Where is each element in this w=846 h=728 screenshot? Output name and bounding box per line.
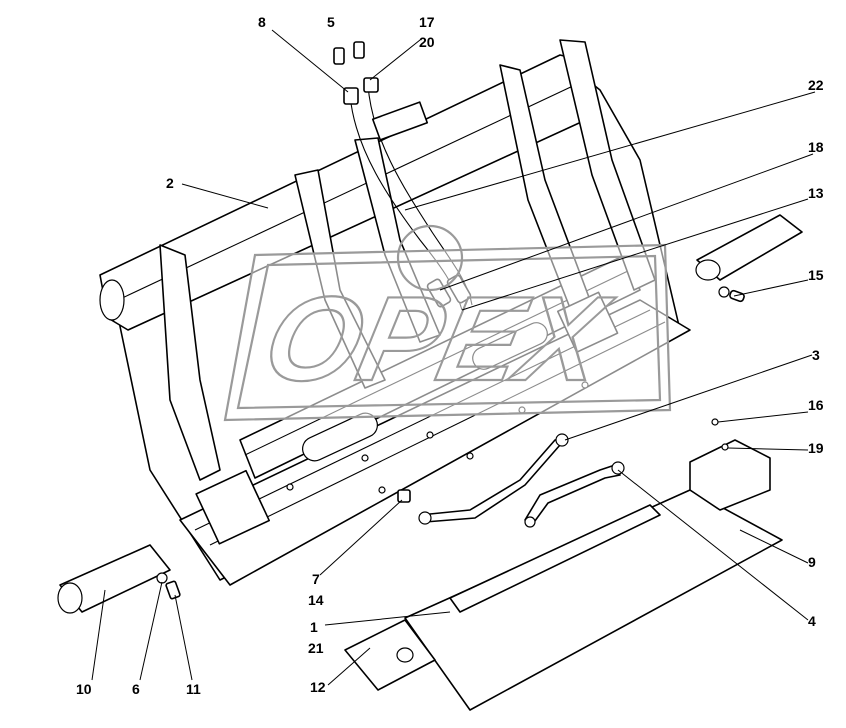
leader-3 [564,354,813,441]
bucket-slot-left [302,412,378,462]
bucket-mount-left [195,469,271,545]
callout-12: 12 [310,679,326,695]
cylinder-body-1 [449,504,661,613]
pipe-4 [524,464,621,526]
callout-labels: 8 5 17 20 22 2 18 13 15 3 16 19 9 7 14 4… [76,14,824,697]
callout-7: 7 [312,571,320,587]
callout-6: 6 [132,681,140,697]
leader-10 [91,589,106,681]
leader-2 [181,183,269,209]
pin-tube-upper [695,214,803,303]
callout-19: 19 [808,440,824,456]
leader-7 [319,499,403,576]
callout-13: 13 [808,185,824,201]
callout-20: 20 [419,34,435,50]
leader-9 [739,529,809,564]
leader-8 [271,29,349,93]
callout-5: 5 [327,14,335,30]
callout-15: 15 [808,267,824,283]
cylinder-end-12 [344,619,436,691]
callout-3: 3 [812,347,820,363]
bucket-tube-end [99,279,125,321]
callout-8: 8 [258,14,266,30]
fitting-17 [353,41,365,59]
callout-11: 11 [186,681,201,697]
callout-16: 16 [808,397,824,413]
callout-9: 9 [808,554,816,570]
watermark-logo: OPEX [223,224,672,422]
callout-18: 18 [808,139,824,155]
pin-tube-lower [57,544,181,614]
leader-6 [139,581,163,681]
leader-19 [727,447,809,451]
fitting-7 [397,489,411,503]
cylinder-assembly [344,418,783,711]
callout-14: 14 [308,592,324,608]
leader-1 [324,611,451,626]
callout-10: 10 [76,681,92,697]
leader-18 [439,153,814,291]
bolt-11 [165,580,181,600]
callout-22: 22 [808,77,824,93]
fitting-5 [333,47,345,65]
callout-21: 21 [308,640,324,656]
bucket-rib-1 [159,244,221,481]
washer-6 [156,572,168,584]
hose-fitting-block [371,101,429,141]
callout-4: 4 [808,613,816,629]
fitting-20 [363,77,379,93]
leader-15 [733,279,809,297]
watermark-text: OPEX [254,271,622,405]
top-fittings [333,41,379,105]
cylinder-end-19 [689,439,771,511]
leader-17 [369,39,421,81]
callout-17: 17 [419,14,435,30]
leader-16 [717,411,809,423]
leader-lines [91,29,816,686]
leader-4 [617,469,809,621]
callout-1: 1 [310,619,318,635]
leader-12 [327,647,371,686]
callout-2: 2 [166,175,174,191]
pipe-assembly [397,433,625,528]
leader-22 [404,91,816,211]
leader-13 [461,198,809,311]
leader-11 [174,594,193,681]
